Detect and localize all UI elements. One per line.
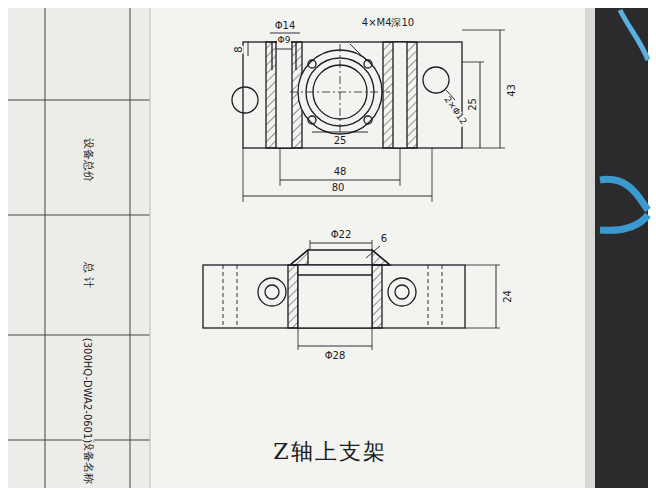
front-view xyxy=(203,240,500,350)
hole-callout: 2×Φ12 xyxy=(441,94,468,127)
dimension: 48 xyxy=(333,166,348,177)
drawing-title: Z轴上支架 xyxy=(273,440,386,464)
dimension: 6 xyxy=(380,233,388,244)
table-cell: 总 计 xyxy=(82,261,94,289)
top-view xyxy=(232,30,505,202)
photo-border xyxy=(648,0,656,496)
dimension: Φ22 xyxy=(330,229,353,240)
table-cell: (300HQ-DWA2-0601) xyxy=(83,336,94,443)
dimension: 8 xyxy=(233,45,244,53)
sheet-edge xyxy=(150,8,151,488)
printed-sheet xyxy=(8,8,150,488)
dimension: Φ28 xyxy=(324,350,347,361)
thread-callout: 4×M4深10 xyxy=(361,17,415,28)
cable xyxy=(620,10,648,60)
dimension: 25 xyxy=(466,97,477,112)
table-cell: 设备名称 xyxy=(82,439,94,485)
paper-edge xyxy=(585,8,595,488)
cable xyxy=(600,179,648,230)
dimension: 43 xyxy=(505,83,516,98)
background xyxy=(592,8,648,488)
dimension: Φ14 xyxy=(274,20,297,31)
dimension: 24 xyxy=(501,289,512,304)
photo-border xyxy=(0,488,656,496)
photo-border xyxy=(0,0,8,496)
dimension: 80 xyxy=(331,182,346,193)
dimension: 25 xyxy=(333,135,348,146)
photo-border xyxy=(0,0,656,8)
table-lines xyxy=(8,8,150,488)
table-cell: 设备总价 xyxy=(82,137,94,183)
dimension: Φ9 xyxy=(277,36,292,46)
